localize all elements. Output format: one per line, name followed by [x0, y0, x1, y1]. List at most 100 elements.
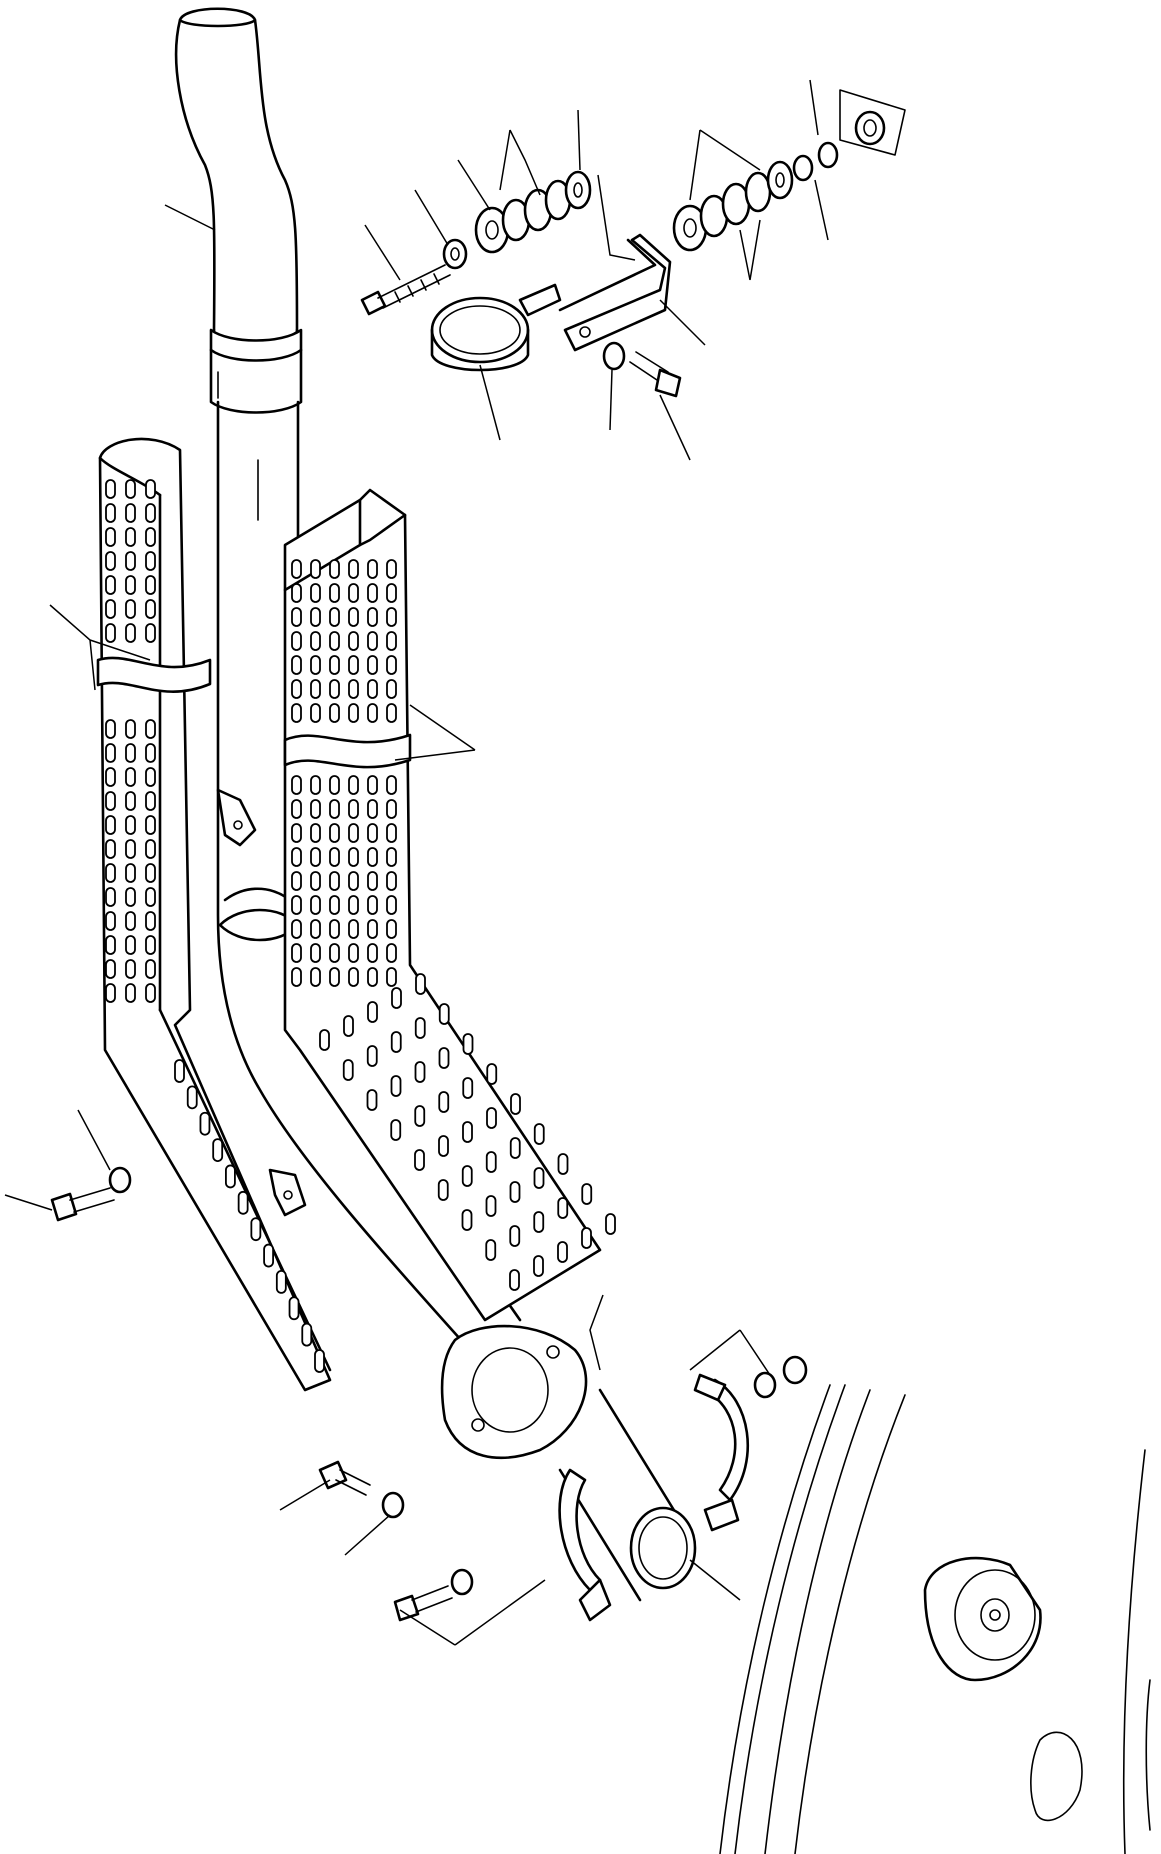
perforation-slot [509, 1137, 521, 1159]
washer [602, 341, 626, 371]
perforation-slot [329, 895, 340, 915]
perforation-slot [348, 895, 359, 915]
perforation-slot [105, 479, 116, 499]
rubber-isolator-stack-left [474, 170, 592, 254]
perforation-slot [367, 607, 378, 627]
perforation-slot [414, 1061, 426, 1083]
perforation-slot [367, 967, 378, 987]
perforation-slot [105, 743, 116, 763]
perforation-slot [125, 887, 136, 907]
perforation-slot [329, 631, 340, 651]
perforation-slot [105, 791, 116, 811]
perforation-slot [329, 967, 340, 987]
perforation-slot [291, 583, 302, 603]
perforation-slot [250, 1217, 262, 1242]
perforation-slot [390, 1031, 402, 1053]
perforation-slot [386, 559, 397, 579]
perforation-slot [414, 1017, 426, 1039]
perforation-slot [367, 655, 378, 675]
perforation-slot [310, 943, 321, 963]
perforation-slot [105, 911, 116, 931]
washer [108, 1166, 132, 1194]
perforation-slot [125, 743, 136, 763]
washer [450, 1568, 474, 1596]
perforation-slot [145, 839, 156, 859]
upper-mount-hardware [360, 89, 906, 398]
perforation-slot [291, 823, 302, 843]
mount-bolt [360, 264, 451, 316]
perforation-slot [386, 847, 397, 867]
perforation-slot [438, 1135, 449, 1157]
perforation-slot [366, 1045, 378, 1067]
perforation-slot [125, 527, 136, 547]
perforation-slot [291, 847, 302, 867]
perforation-slot [329, 583, 340, 603]
perforation-slot [386, 631, 397, 651]
left-shield-perforation [105, 479, 325, 1373]
perforation-slot [348, 679, 359, 699]
perforation-slot [390, 1075, 402, 1097]
perforation-slot [301, 1322, 313, 1347]
perforation-slot [145, 791, 156, 811]
perforation-slot [310, 967, 321, 987]
perforation-slot [310, 847, 321, 867]
perforation-slot [329, 871, 340, 891]
perforation-slot [145, 503, 156, 523]
perforation-slot [310, 823, 321, 843]
shield-bolt-lower-left [50, 1166, 132, 1222]
perforation-slot [386, 919, 397, 939]
perforation-slot [367, 847, 378, 867]
perforation-slot [291, 559, 302, 579]
perforation-slot [386, 871, 397, 891]
perforation-slot [348, 655, 359, 675]
perforation-slot [367, 679, 378, 699]
perforation-slot [509, 1181, 521, 1203]
perforation-slot [125, 959, 136, 979]
perforation-slot [386, 655, 397, 675]
perforation-slot [310, 583, 321, 603]
perforation-slot [105, 839, 116, 859]
perforation-slot [145, 479, 156, 499]
perforation-slot [105, 575, 116, 595]
perforation-slot [391, 987, 402, 1009]
perforation-slot [105, 983, 116, 1003]
perforation-slot [145, 983, 156, 1003]
perforation-slot [462, 1077, 474, 1099]
perforation-slot [145, 719, 156, 739]
perforation-slot [367, 1001, 378, 1023]
perforation-slot [125, 599, 136, 619]
washer [792, 154, 814, 182]
perforation-slot [291, 943, 302, 963]
perforation-slot [485, 1151, 497, 1173]
perforation-slot [367, 559, 378, 579]
perforation-slot [145, 599, 156, 619]
perforation-slot [310, 895, 321, 915]
perforation-slot [125, 791, 136, 811]
perforation-slot [263, 1243, 274, 1268]
perforation-slot [291, 631, 302, 651]
perforation-slot [485, 1195, 497, 1217]
perforation-slot [348, 607, 359, 627]
perforation-slot [329, 655, 340, 675]
perforation-slot [145, 887, 156, 907]
perforation-slot [310, 679, 321, 699]
perforation-slot [461, 1165, 473, 1187]
bracket-bolt [629, 351, 682, 398]
perforation-slot [125, 911, 136, 931]
perforation-slot [348, 943, 359, 963]
perforation-slot [310, 559, 321, 579]
perforation-slot [390, 1119, 402, 1141]
perforation-slot [105, 503, 116, 523]
split-clamp-lower [558, 1468, 612, 1622]
perforation-slot [291, 655, 302, 675]
perforation-slot [462, 1121, 473, 1143]
perforation-slot [186, 1085, 198, 1110]
perforation-slot [105, 887, 116, 907]
perforation-slot [367, 871, 378, 891]
perforation-slot [557, 1197, 569, 1219]
perforation-slot [348, 703, 359, 723]
perforation-slot [386, 679, 397, 699]
perforation-slot [105, 815, 116, 835]
perforation-slot [145, 935, 156, 955]
